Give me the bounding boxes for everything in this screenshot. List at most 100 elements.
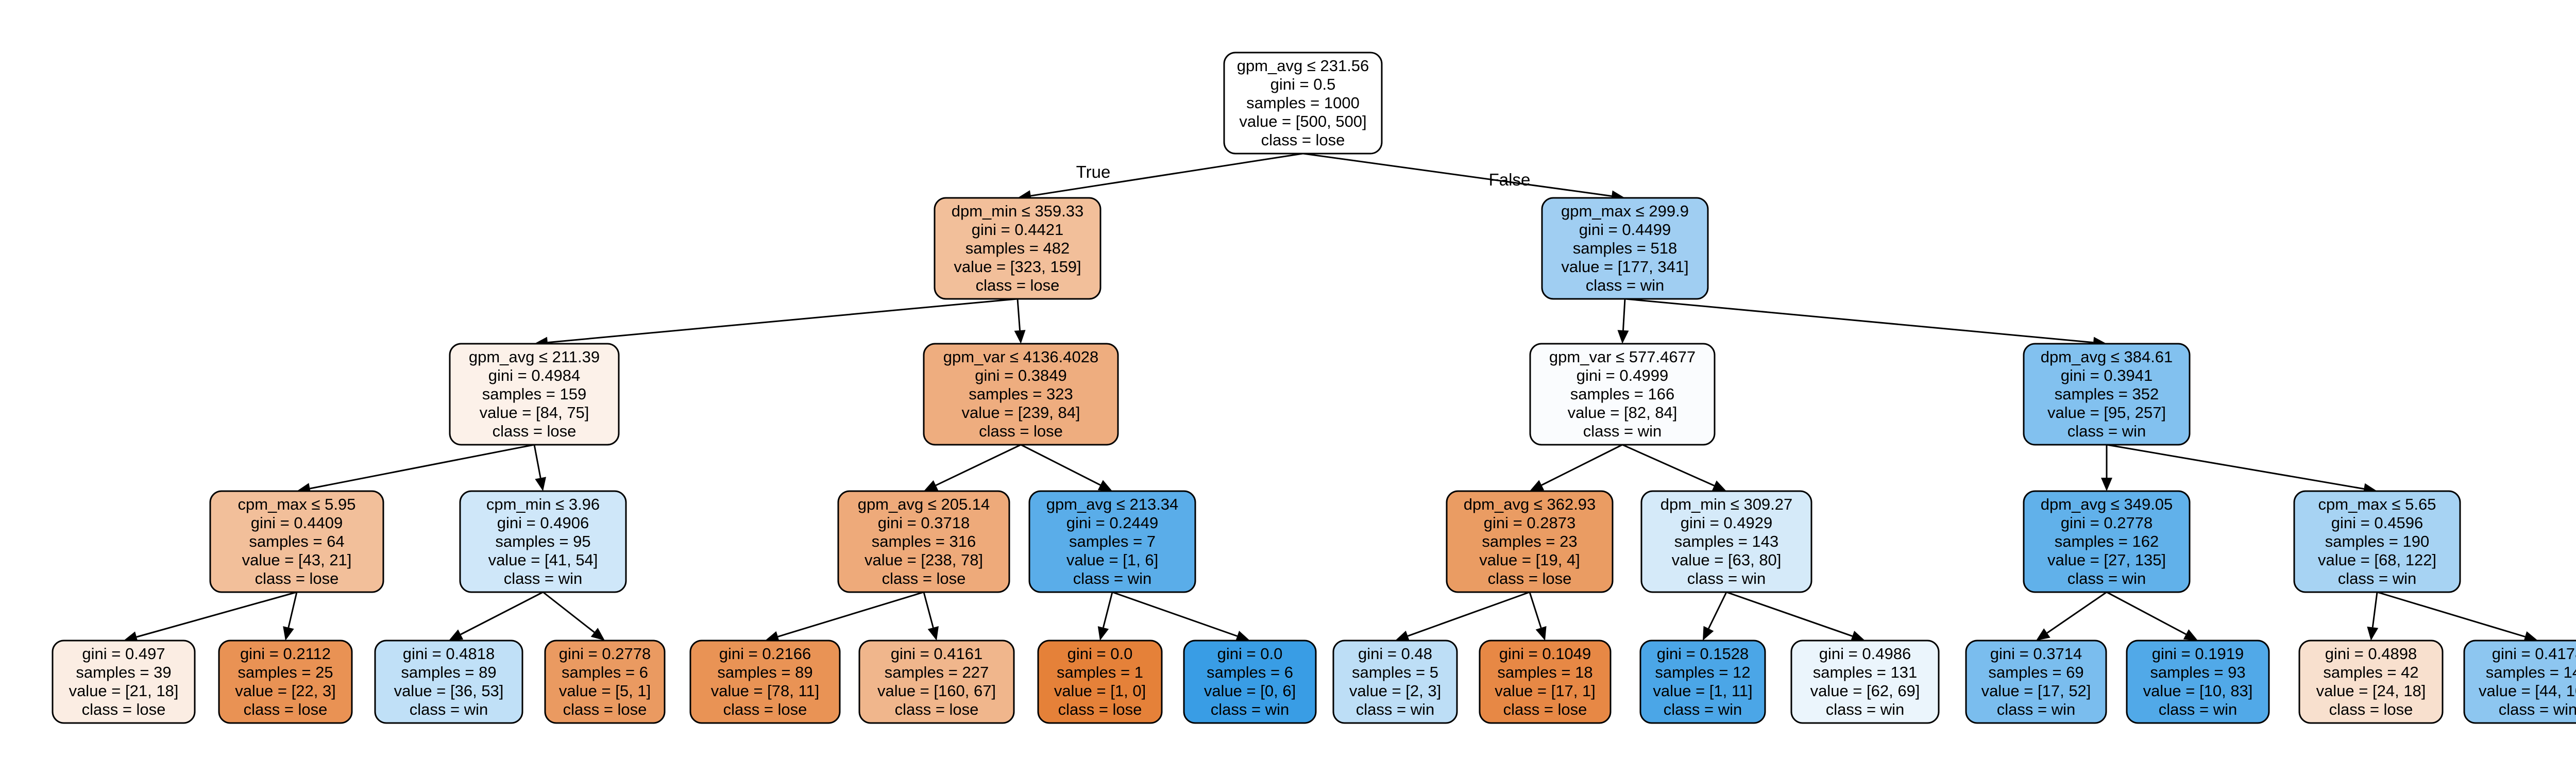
node-box bbox=[2298, 640, 2444, 724]
node-line: gini = 0.1919 bbox=[2152, 645, 2244, 663]
node-line: samples = 95 bbox=[495, 532, 590, 550]
node-line: value = [239, 84] bbox=[961, 404, 1080, 422]
node-line: value = [17, 1] bbox=[1495, 682, 1596, 700]
node-line: value = [63, 80] bbox=[1672, 551, 1782, 569]
arrowhead-n5-n12 bbox=[1711, 480, 1726, 491]
node-line: class = win bbox=[1211, 700, 1289, 718]
arrowhead-n11-n23 bbox=[1395, 630, 1410, 642]
arrowhead-n4-n10 bbox=[1097, 480, 1112, 491]
node-line: dpm_min ≤ 309.27 bbox=[1660, 495, 1793, 513]
node-line: samples = 69 bbox=[1988, 663, 2083, 681]
node-line: gini = 0.2873 bbox=[1484, 514, 1575, 532]
node-line: class = lose bbox=[1261, 131, 1345, 149]
node-line: samples = 148 bbox=[2486, 663, 2576, 681]
arrowhead-n13-n28 bbox=[2183, 629, 2198, 641]
node-line: class = lose bbox=[895, 700, 979, 718]
node-box bbox=[923, 343, 1119, 446]
node-line: gini = 0.3714 bbox=[1990, 645, 2082, 663]
edge-n10-n21 bbox=[1102, 592, 1113, 628]
node-line: samples = 5 bbox=[1352, 663, 1438, 681]
edge-n0-n1 bbox=[1030, 153, 1303, 197]
node-line: dpm_min ≤ 359.33 bbox=[952, 202, 1084, 220]
node-line: value = [78, 11] bbox=[711, 682, 820, 700]
arrowhead-n6-n13 bbox=[2101, 478, 2112, 491]
node-line: class = lose bbox=[2329, 700, 2413, 718]
node-line: gini = 0.3941 bbox=[2061, 366, 2153, 384]
node-line: value = [177, 341] bbox=[1561, 258, 1688, 276]
node-line: dpm_avg ≤ 362.93 bbox=[1464, 495, 1596, 513]
edge-label-true: True bbox=[1076, 162, 1111, 181]
node-box bbox=[2463, 640, 2576, 724]
edge-n13-n27 bbox=[2046, 591, 2107, 634]
arrowhead-n9-n20 bbox=[927, 626, 939, 641]
node-box bbox=[1790, 640, 1940, 724]
node-line: samples = 23 bbox=[1482, 532, 1577, 550]
node-line: class = win bbox=[2067, 569, 2146, 587]
node-line: gini = 0.4178 bbox=[2492, 645, 2576, 663]
node-line: gpm_avg ≤ 205.14 bbox=[858, 495, 990, 513]
node-line: class = lose bbox=[979, 422, 1063, 440]
node-line: gini = 0.3718 bbox=[878, 514, 970, 532]
node-line: gpm_avg ≤ 211.39 bbox=[469, 348, 600, 366]
edge-n3-n7 bbox=[310, 444, 535, 490]
node-line: value = [68, 122] bbox=[2318, 551, 2436, 569]
node-line: class = win bbox=[2067, 422, 2146, 440]
arrowhead-n2-n5 bbox=[1617, 330, 1629, 344]
node-line: gini = 0.0 bbox=[1067, 645, 1133, 663]
arrowhead-n7-n16 bbox=[283, 626, 294, 641]
edge-n5-n11 bbox=[1541, 444, 1623, 486]
node-line: gini = 0.1049 bbox=[1499, 645, 1591, 663]
arrowhead-n8-n17 bbox=[449, 629, 464, 641]
node-line: samples = 6 bbox=[562, 663, 648, 681]
node-box bbox=[1037, 640, 1163, 724]
edge-n11-n24 bbox=[1529, 592, 1542, 628]
node-box bbox=[2126, 640, 2270, 724]
node-line: value = [1, 6] bbox=[1066, 551, 1158, 569]
node-box bbox=[837, 490, 1010, 593]
node-line: value = [27, 135] bbox=[2047, 551, 2166, 569]
node-line: value = [1, 0] bbox=[1054, 682, 1146, 700]
node-line: class = win bbox=[1356, 700, 1434, 718]
arrowhead-n12-n26 bbox=[1850, 631, 1865, 642]
node-line: samples = 143 bbox=[1674, 532, 1778, 550]
node-box bbox=[459, 490, 627, 593]
node-line: value = [24, 18] bbox=[2316, 682, 2426, 700]
node-line: gini = 0.4818 bbox=[403, 645, 495, 663]
edge-n9-n19 bbox=[777, 591, 924, 637]
node-line: gini = 0.497 bbox=[82, 645, 165, 663]
node-box bbox=[2293, 490, 2461, 593]
node-line: gini = 0.5 bbox=[1270, 75, 1336, 93]
node-line: value = [0, 6] bbox=[1204, 682, 1296, 700]
edge-n1-n4 bbox=[1016, 298, 1021, 331]
node-line: dpm_avg ≤ 349.05 bbox=[2041, 495, 2173, 513]
node-line: value = [160, 67] bbox=[877, 682, 996, 700]
edge-n12-n26 bbox=[1726, 591, 1853, 637]
node-line: value = [84, 75] bbox=[480, 404, 589, 422]
edge-n11-n23 bbox=[1407, 591, 1530, 637]
node-line: cpm_max ≤ 5.95 bbox=[238, 495, 356, 513]
node-line: samples = 93 bbox=[2150, 663, 2245, 681]
node-line: value = [5, 1] bbox=[559, 682, 651, 700]
node-line: samples = 1000 bbox=[1246, 94, 1360, 112]
node-box bbox=[1223, 52, 1383, 155]
node-line: gini = 0.4929 bbox=[1681, 514, 1772, 532]
node-line: value = [43, 21] bbox=[242, 551, 352, 569]
node-line: class = lose bbox=[723, 700, 807, 718]
node-line: class = win bbox=[2159, 700, 2237, 718]
node-line: cpm_min ≤ 3.96 bbox=[486, 495, 600, 513]
node-line: class = win bbox=[1997, 700, 2075, 718]
node-line: gpm_var ≤ 577.4677 bbox=[1549, 348, 1696, 366]
node-box bbox=[1529, 343, 1716, 446]
node-line: class = win bbox=[410, 700, 488, 718]
